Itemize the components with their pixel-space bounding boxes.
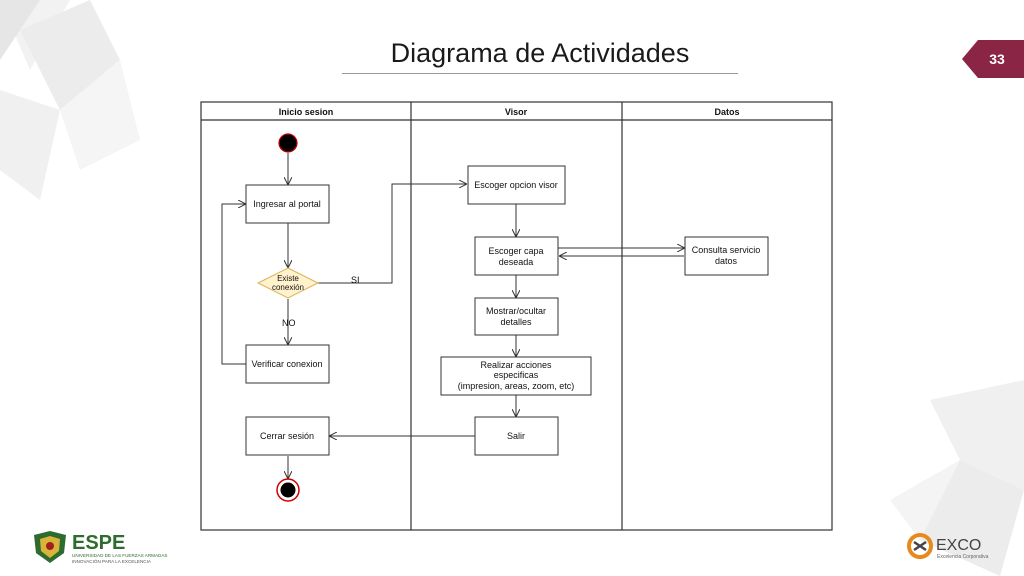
decision-label-line2: conexión <box>272 283 304 292</box>
exco-mark-icon <box>907 533 933 559</box>
edge-label-no: NO <box>282 318 296 328</box>
espe-subtitle: UNIVERSIDAD DE LAS FUERZAS ARMADAS <box>72 553 167 558</box>
node-mostrar-ocultar <box>474 297 559 336</box>
espe-name: ESPE <box>72 532 125 554</box>
node-cerrar-sesion-label: Cerrar sesión <box>260 431 314 441</box>
decision-existe-conexion <box>256 267 320 299</box>
swimlane-frame <box>200 101 833 531</box>
node-ingresar-portal <box>245 184 330 224</box>
exco-logo: EXCO Excelencia Corporativa <box>907 533 989 560</box>
decision-label-line1: Existe <box>277 274 299 283</box>
node-realizar-acciones-line2: especificas <box>494 370 539 380</box>
title-divider <box>342 73 738 74</box>
node-consulta-servicio-line1: Consulta servicio <box>692 245 761 255</box>
page-number-badge: 33 <box>962 40 1024 78</box>
node-escoger-capa <box>474 236 559 276</box>
background-decoration-left <box>0 0 140 200</box>
badge-shape <box>962 40 1024 78</box>
diagram-edges <box>221 153 684 478</box>
lane-header-visor: Visor <box>505 107 528 117</box>
node-realizar-acciones-line1: Realizar acciones <box>480 360 552 370</box>
node-escoger-opcion-visor <box>467 165 566 205</box>
end-node-core <box>280 482 296 498</box>
node-realizar-acciones <box>440 356 592 396</box>
node-salir <box>474 416 559 456</box>
page-number: 33 <box>989 51 1005 67</box>
node-ingresar-portal-label: Ingresar al portal <box>253 199 321 209</box>
exco-name: EXCO <box>936 537 981 554</box>
node-consulta-servicio-line2: datos <box>715 256 738 266</box>
node-cerrar-sesion <box>245 416 330 456</box>
edge-label-si: SI <box>351 275 360 285</box>
exco-subtitle: Excelencia Corporativa <box>937 554 989 560</box>
edge-verificar-loop <box>221 204 246 365</box>
node-consulta-servicio <box>684 236 769 276</box>
node-mostrar-ocultar-line1: Mostrar/ocultar <box>486 306 546 316</box>
background-decoration-right <box>890 380 1024 576</box>
node-realizar-acciones-line3: (impresion, areas, zoom, etc) <box>458 381 575 391</box>
espe-logo: ESPE UNIVERSIDAD DE LAS FUERZAS ARMADAS … <box>34 531 167 564</box>
node-mostrar-ocultar-line2: detalles <box>500 317 532 327</box>
node-salir-label: Salir <box>507 431 525 441</box>
lane-header-datos: Datos <box>714 107 739 117</box>
slide-title: Diagrama de Actividades <box>390 38 690 68</box>
edge-decision-si <box>318 184 466 284</box>
node-verificar-conexion-label: Verificar conexion <box>251 359 322 369</box>
espe-crest-icon <box>34 531 66 563</box>
espe-motto: INNOVACIÓN PARA LA EXCELENCIA <box>72 558 152 564</box>
start-node <box>278 133 298 153</box>
node-escoger-opcion-visor-label: Escoger opcion visor <box>474 180 558 190</box>
lane-header-inicio-sesion: Inicio sesion <box>279 107 334 117</box>
node-escoger-capa-line1: Escoger capa <box>488 246 543 256</box>
node-escoger-capa-line2: deseada <box>499 257 534 267</box>
node-verificar-conexion <box>245 344 330 384</box>
